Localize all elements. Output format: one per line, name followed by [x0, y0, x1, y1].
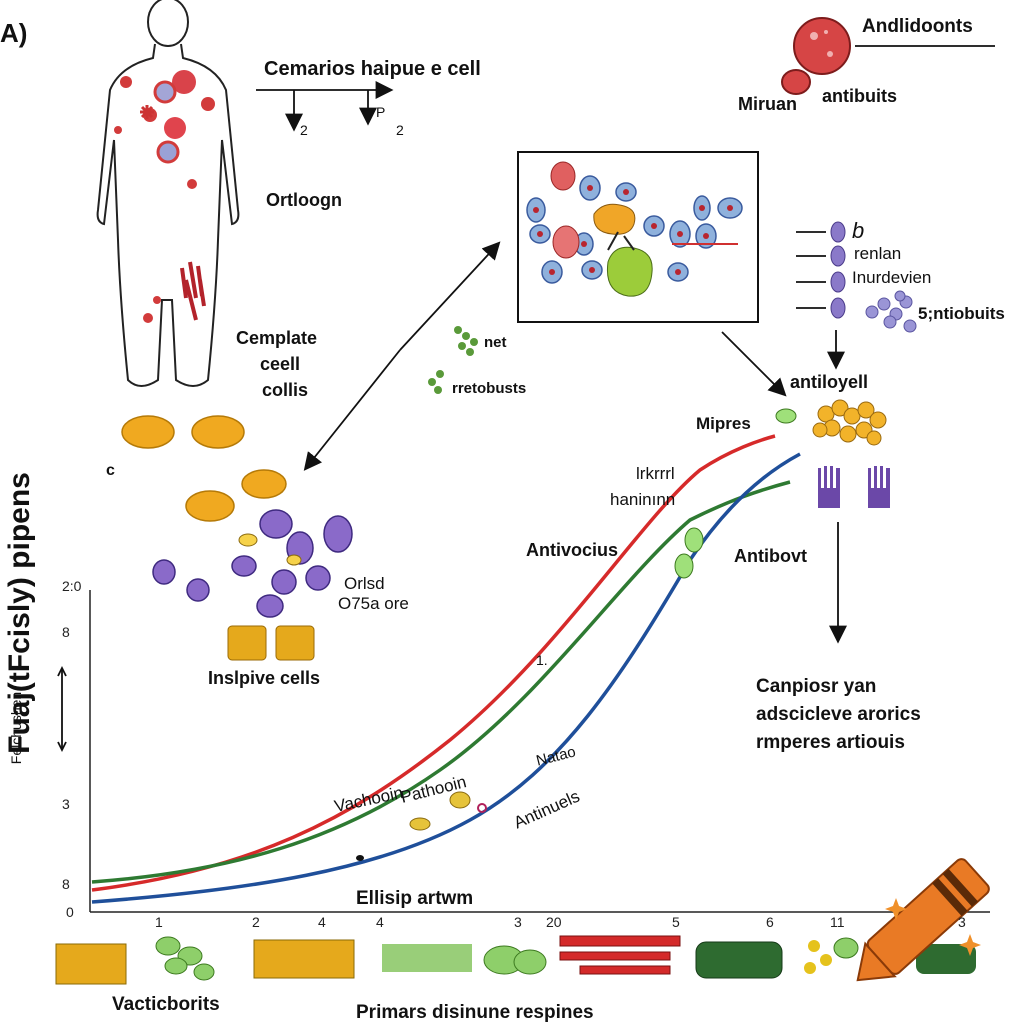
template-label-1: Cemplate [236, 328, 318, 348]
y-tick: 8 [62, 624, 70, 640]
x-tick: 6 [766, 914, 774, 930]
curve-red [91, 434, 776, 892]
spiky-cells [121, 415, 287, 522]
antibodies-title: Andlidoonts [862, 16, 973, 37]
orlsd-label-1: Orlsd [344, 574, 385, 593]
miruan-label: Miruan [738, 94, 798, 114]
right-item-3: 5;ntiobuits [918, 304, 1005, 323]
ellisip-label: Ellisip artwm [356, 888, 474, 909]
chart-axes [89, 590, 990, 913]
body-blood-cells [114, 70, 215, 323]
x-tick: 4 [376, 914, 384, 930]
green-bacteria-net [428, 326, 478, 394]
right-item-1: renlan [854, 244, 902, 263]
cascade-arrow2-num: 2 [396, 122, 404, 138]
campiosr-line-1: Canpiosr yan [756, 676, 877, 697]
organ-label: Ortloogn [266, 190, 342, 210]
x-tick: 11 [830, 914, 845, 930]
x-tick: 5 [672, 914, 680, 930]
curve-marks [356, 527, 704, 861]
y-tick: 0 [66, 904, 74, 920]
antivocius-label: Antivocius [526, 540, 619, 560]
purple-cells [152, 509, 353, 618]
x-tick: 3 [514, 914, 522, 930]
b-label: b [852, 218, 865, 243]
y-tick: 2:0 [62, 578, 82, 594]
microscope-panel [517, 151, 759, 323]
campiosr-line-3: rmperes artiouis [756, 732, 905, 753]
campiosr-line-2: adscicleve arorics [756, 704, 921, 725]
cascade-arrow2-p: P [376, 104, 386, 120]
cascade-title: Cemarios haipue e cell [264, 58, 481, 80]
x-tick: 4 [318, 914, 326, 930]
template-label-2: ceell [260, 354, 301, 374]
x-tick: 20 [546, 914, 562, 930]
yellow-small-cells [238, 533, 302, 566]
haninn-label: haninınn [610, 490, 676, 509]
x-tick: 2 [252, 914, 260, 930]
antibuits-label: antibuits [822, 86, 897, 106]
mipres-label: Mipres [696, 414, 751, 433]
antiloyell-label: antiloyеll [790, 372, 869, 392]
cell-c-label: c [106, 462, 115, 479]
chart-marker-one: 1. [536, 652, 548, 668]
bottom-title: Primars disinune respines [356, 1002, 594, 1023]
curve-green [91, 480, 791, 884]
net-label: net [484, 334, 507, 351]
inspive-cells [227, 625, 315, 661]
right-item-2: Inurdevien [852, 268, 932, 287]
antigen-red-cells [781, 17, 851, 95]
template-label-3: collis [262, 380, 309, 400]
inspive-cells-label: Inslpive cells [208, 668, 321, 688]
y-tick: 8 [62, 876, 70, 892]
human-body-outline [96, 0, 240, 387]
curve-blue [91, 452, 801, 904]
flow-arrows [57, 241, 847, 753]
panel-label: A) [0, 18, 28, 48]
orlsd-label-2: O75а ore [338, 594, 409, 613]
cascade-arrow1-label: 2 [300, 122, 308, 138]
vacticborits-label: Vacticborits [112, 994, 220, 1015]
y-tick: 3 [62, 796, 70, 812]
x-tick: 1 [155, 914, 163, 930]
antibody-cluster [775, 399, 890, 508]
bottom-strip [55, 858, 990, 985]
retrobusts-label: rretobusts [452, 380, 527, 397]
antibovt-label: Antibovt [734, 546, 807, 566]
x-tick: 3 [958, 914, 966, 930]
right-legend-cells [796, 221, 917, 333]
lrkrrrl-label: lrkrrrl [636, 464, 675, 483]
y-axis-subtitle: Felchushen [8, 691, 25, 765]
cascade-arrows [256, 45, 995, 132]
